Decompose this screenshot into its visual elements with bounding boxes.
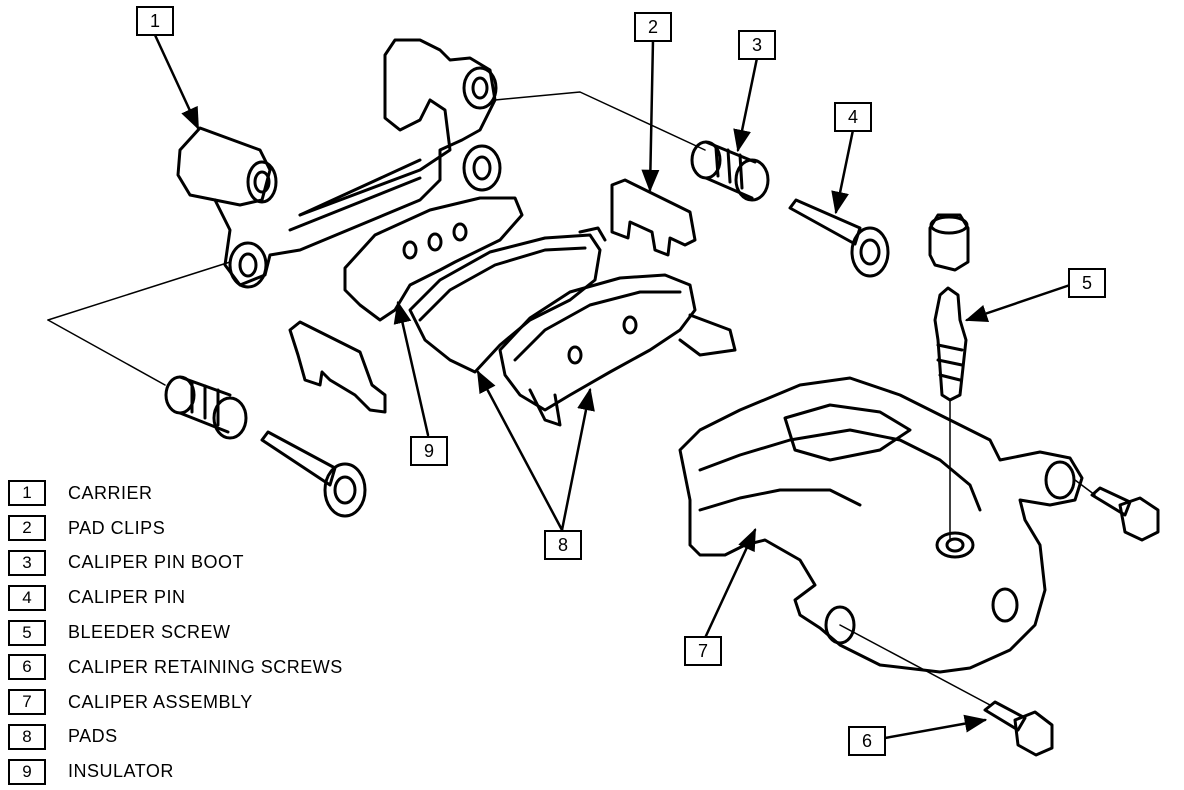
callout-2: 2 bbox=[634, 12, 672, 42]
parts-legend: 1 CARRIER 2 PAD CLIPS 3 CALIPER PIN BOOT… bbox=[8, 476, 428, 789]
legend-label: INSULATOR bbox=[68, 761, 174, 782]
legend-number: 8 bbox=[8, 723, 46, 750]
legend-item: 4 CALIPER PIN bbox=[8, 580, 428, 615]
legend-label: PAD CLIPS bbox=[68, 517, 166, 538]
legend-label: CALIPER PIN BOOT bbox=[68, 552, 245, 573]
caliper-pin-lower-part bbox=[260, 430, 367, 518]
pad-clip-upper-part bbox=[610, 178, 697, 257]
legend-number: 6 bbox=[8, 654, 46, 681]
legend-item: 9 INSULATOR bbox=[8, 754, 428, 789]
legend-number: 2 bbox=[8, 515, 46, 542]
legend-number: 4 bbox=[8, 584, 46, 611]
callout-1: 1 bbox=[136, 6, 174, 36]
legend-label: BLEEDER SCREW bbox=[68, 622, 231, 643]
legend-label: CALIPER PIN bbox=[68, 587, 186, 608]
caliper-screw-upper-part bbox=[1090, 486, 1160, 542]
caliper-screw-lower-part bbox=[983, 700, 1054, 757]
carrier-part bbox=[176, 38, 502, 289]
callout-4: 4 bbox=[834, 102, 872, 132]
legend-label: CARRIER bbox=[68, 482, 153, 503]
legend-label: CALIPER RETAINING SCREWS bbox=[68, 656, 343, 677]
legend-item: 7 CALIPER ASSEMBLY bbox=[8, 685, 428, 720]
pad-clip-lower-part bbox=[288, 320, 387, 414]
callout-3: 3 bbox=[738, 30, 776, 60]
callout-8: 8 bbox=[544, 530, 582, 560]
legend-number: 3 bbox=[8, 549, 46, 576]
insulator-part bbox=[343, 196, 524, 322]
legend-number: 9 bbox=[8, 758, 46, 785]
outer-pad-part bbox=[498, 273, 737, 427]
legend-number: 5 bbox=[8, 619, 46, 646]
legend-item: 3 CALIPER PIN BOOT bbox=[8, 546, 428, 581]
callout-5: 5 bbox=[1068, 268, 1106, 298]
caliper-assembly-part bbox=[678, 376, 1084, 674]
callout-6: 6 bbox=[848, 726, 886, 756]
legend-item: 1 CARRIER bbox=[8, 476, 428, 511]
caliper-pin-upper-part bbox=[788, 198, 890, 278]
alignment-lines bbox=[47, 91, 1096, 706]
legend-item: 8 PADS bbox=[8, 720, 428, 755]
bleeder-screw-part bbox=[928, 213, 970, 402]
legend-label: CALIPER ASSEMBLY bbox=[68, 691, 253, 712]
legend-item: 2 PAD CLIPS bbox=[8, 511, 428, 546]
legend-number: 7 bbox=[8, 689, 46, 716]
legend-item: 6 CALIPER RETAINING SCREWS bbox=[8, 650, 428, 685]
caliper-pin-boot-lower-part bbox=[164, 375, 248, 440]
callout-9: 9 bbox=[410, 436, 448, 466]
legend-label: PADS bbox=[68, 726, 118, 747]
leader-arrows bbox=[153, 33, 1072, 740]
legend-item: 5 BLEEDER SCREW bbox=[8, 615, 428, 650]
callout-7: 7 bbox=[684, 636, 722, 666]
caliper-pin-boot-upper-part bbox=[690, 140, 770, 202]
legend-number: 1 bbox=[8, 480, 46, 507]
